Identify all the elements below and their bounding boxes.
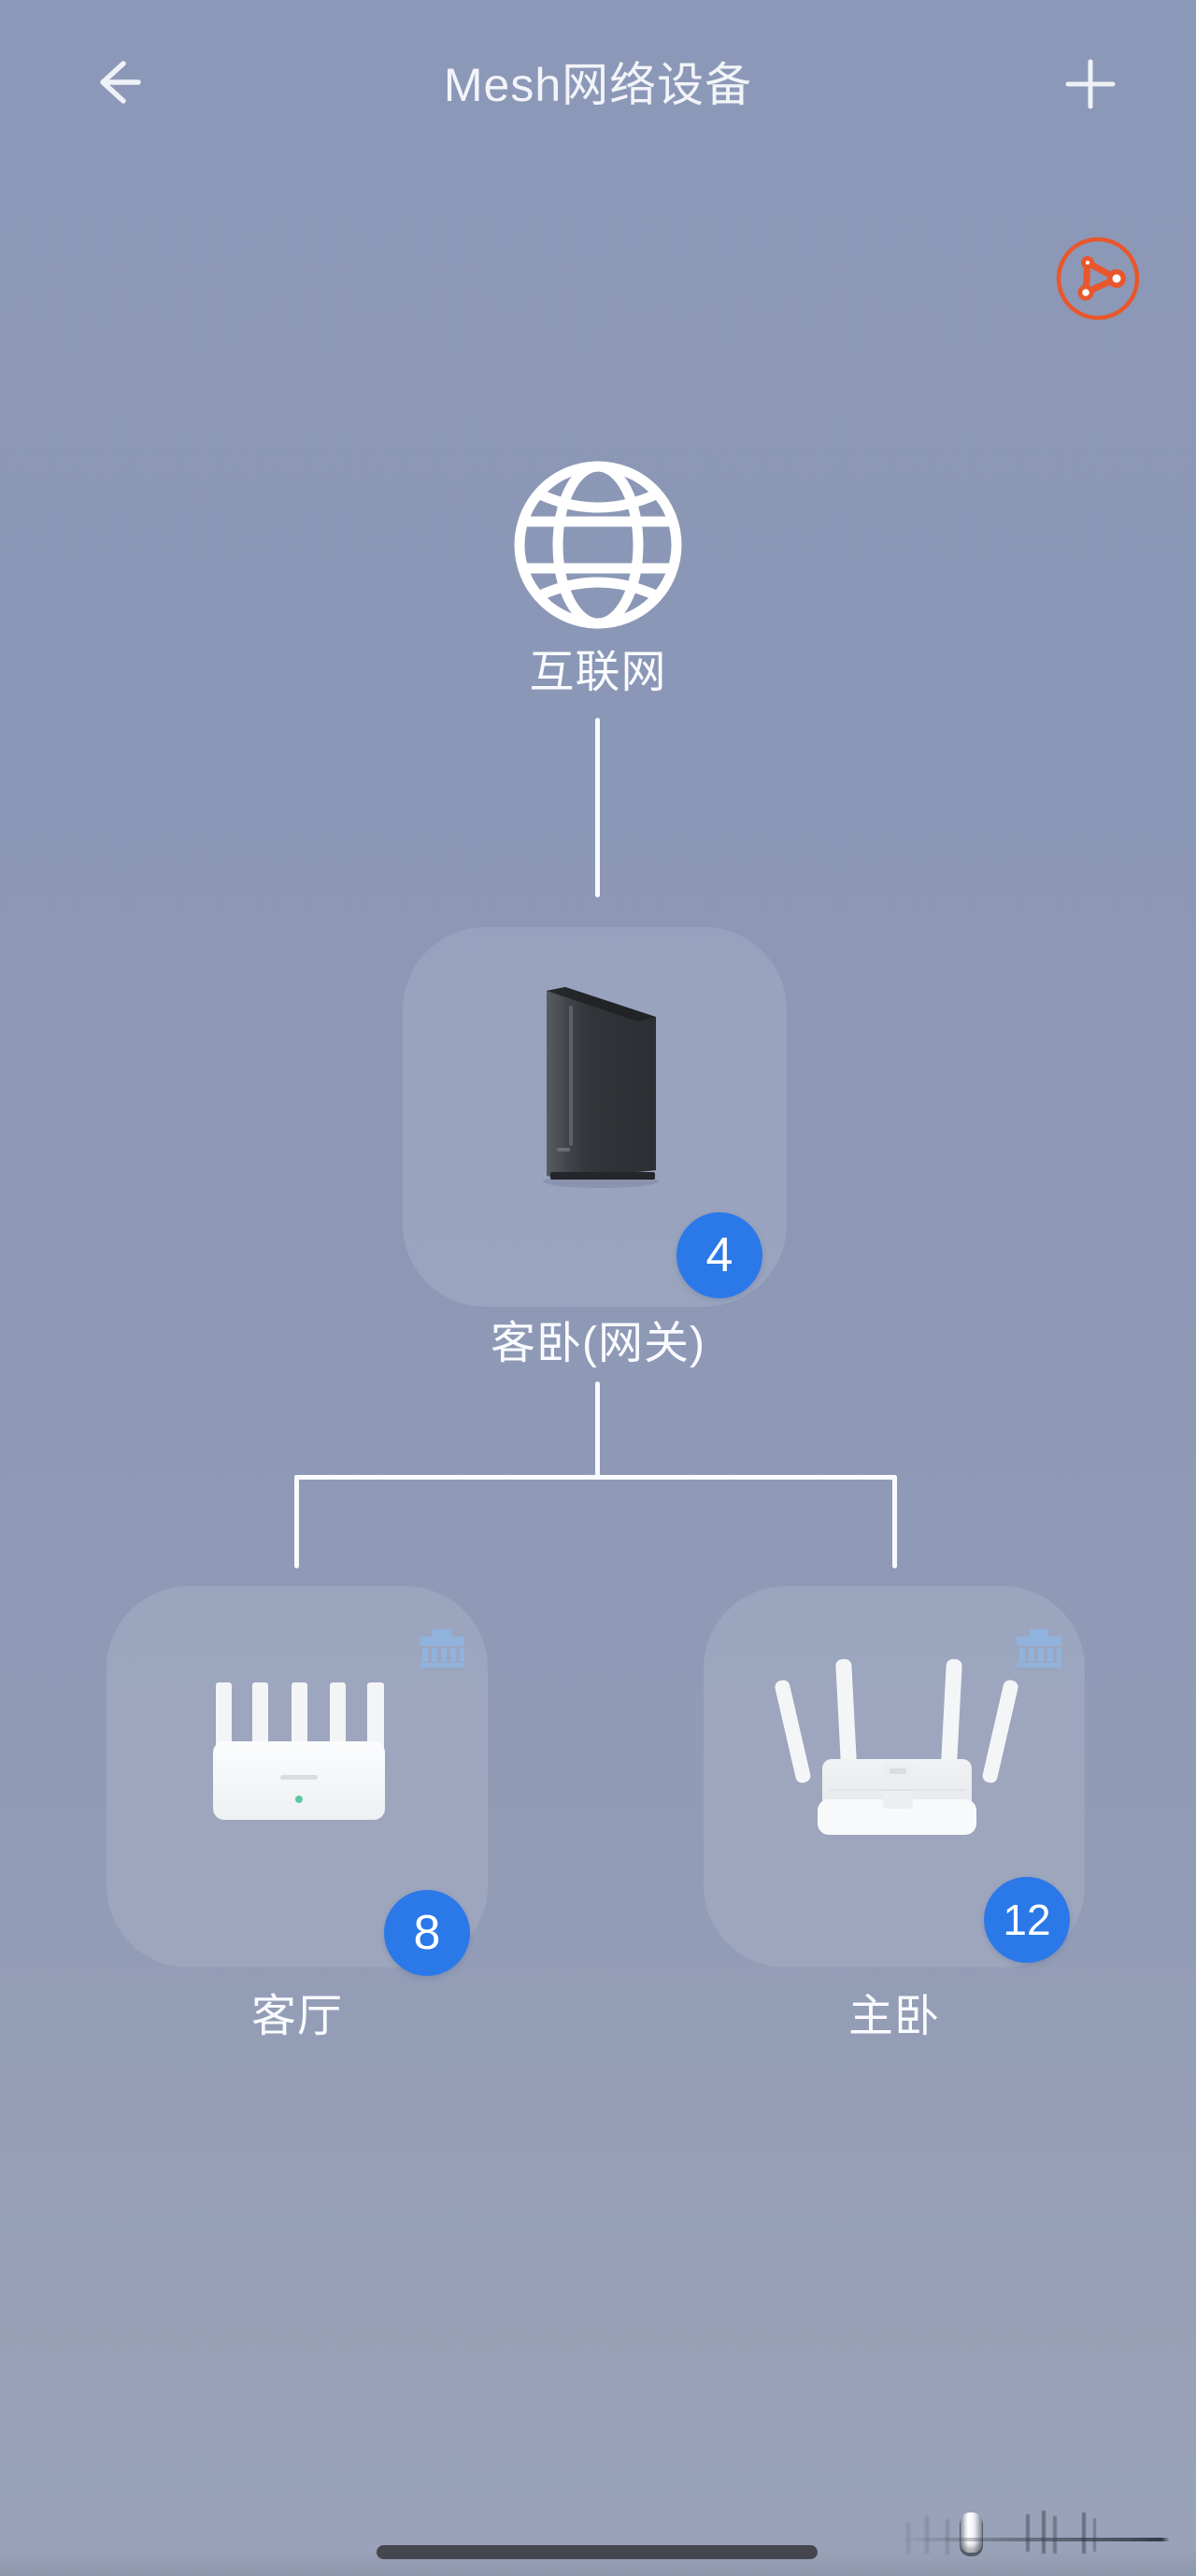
- internet-label: 互联网: [529, 648, 667, 697]
- living-room-label: 客厅: [250, 1992, 343, 2041]
- gateway-client-count: 4: [705, 1228, 733, 1282]
- building-icon: [417, 1629, 467, 1673]
- screen-artifact: [897, 2468, 1196, 2570]
- add-device-button[interactable]: [1062, 58, 1118, 114]
- home-indicator[interactable]: [377, 2545, 818, 2559]
- arrow-left-icon: [90, 55, 144, 114]
- living-room-client-count-badge: 8: [384, 1890, 470, 1976]
- connector-gateway-stem: [595, 1381, 600, 1478]
- globe-icon: [509, 461, 687, 637]
- gateway-client-count-badge: 4: [676, 1212, 762, 1298]
- page-title: Mesh网络设备: [443, 59, 753, 111]
- child-card-living-room[interactable]: 8: [107, 1586, 488, 1976]
- internet-node: [509, 456, 687, 634]
- connector-drop-right: [892, 1475, 897, 1568]
- mesh-topology-icon: [1055, 236, 1141, 326]
- master-bedroom-client-count-badge: 12: [984, 1877, 1070, 1963]
- gateway-label: 客卧(网关): [491, 1319, 705, 1368]
- back-button[interactable]: [87, 54, 147, 114]
- plus-icon: [1064, 58, 1117, 115]
- connector-drop-left: [294, 1475, 299, 1568]
- connector-horizontal: [294, 1475, 897, 1480]
- master-bedroom-label: 主卧: [847, 1992, 940, 2041]
- master-bedroom-client-count: 12: [1003, 1896, 1051, 1944]
- child-card-master-bedroom[interactable]: 12: [704, 1586, 1085, 1968]
- living-room-client-count: 8: [413, 1906, 441, 1960]
- connector-internet-gateway: [595, 718, 600, 897]
- gateway-card[interactable]: 4: [403, 927, 787, 1307]
- building-icon: [1014, 1629, 1064, 1673]
- mesh-status-button[interactable]: [1055, 236, 1141, 326]
